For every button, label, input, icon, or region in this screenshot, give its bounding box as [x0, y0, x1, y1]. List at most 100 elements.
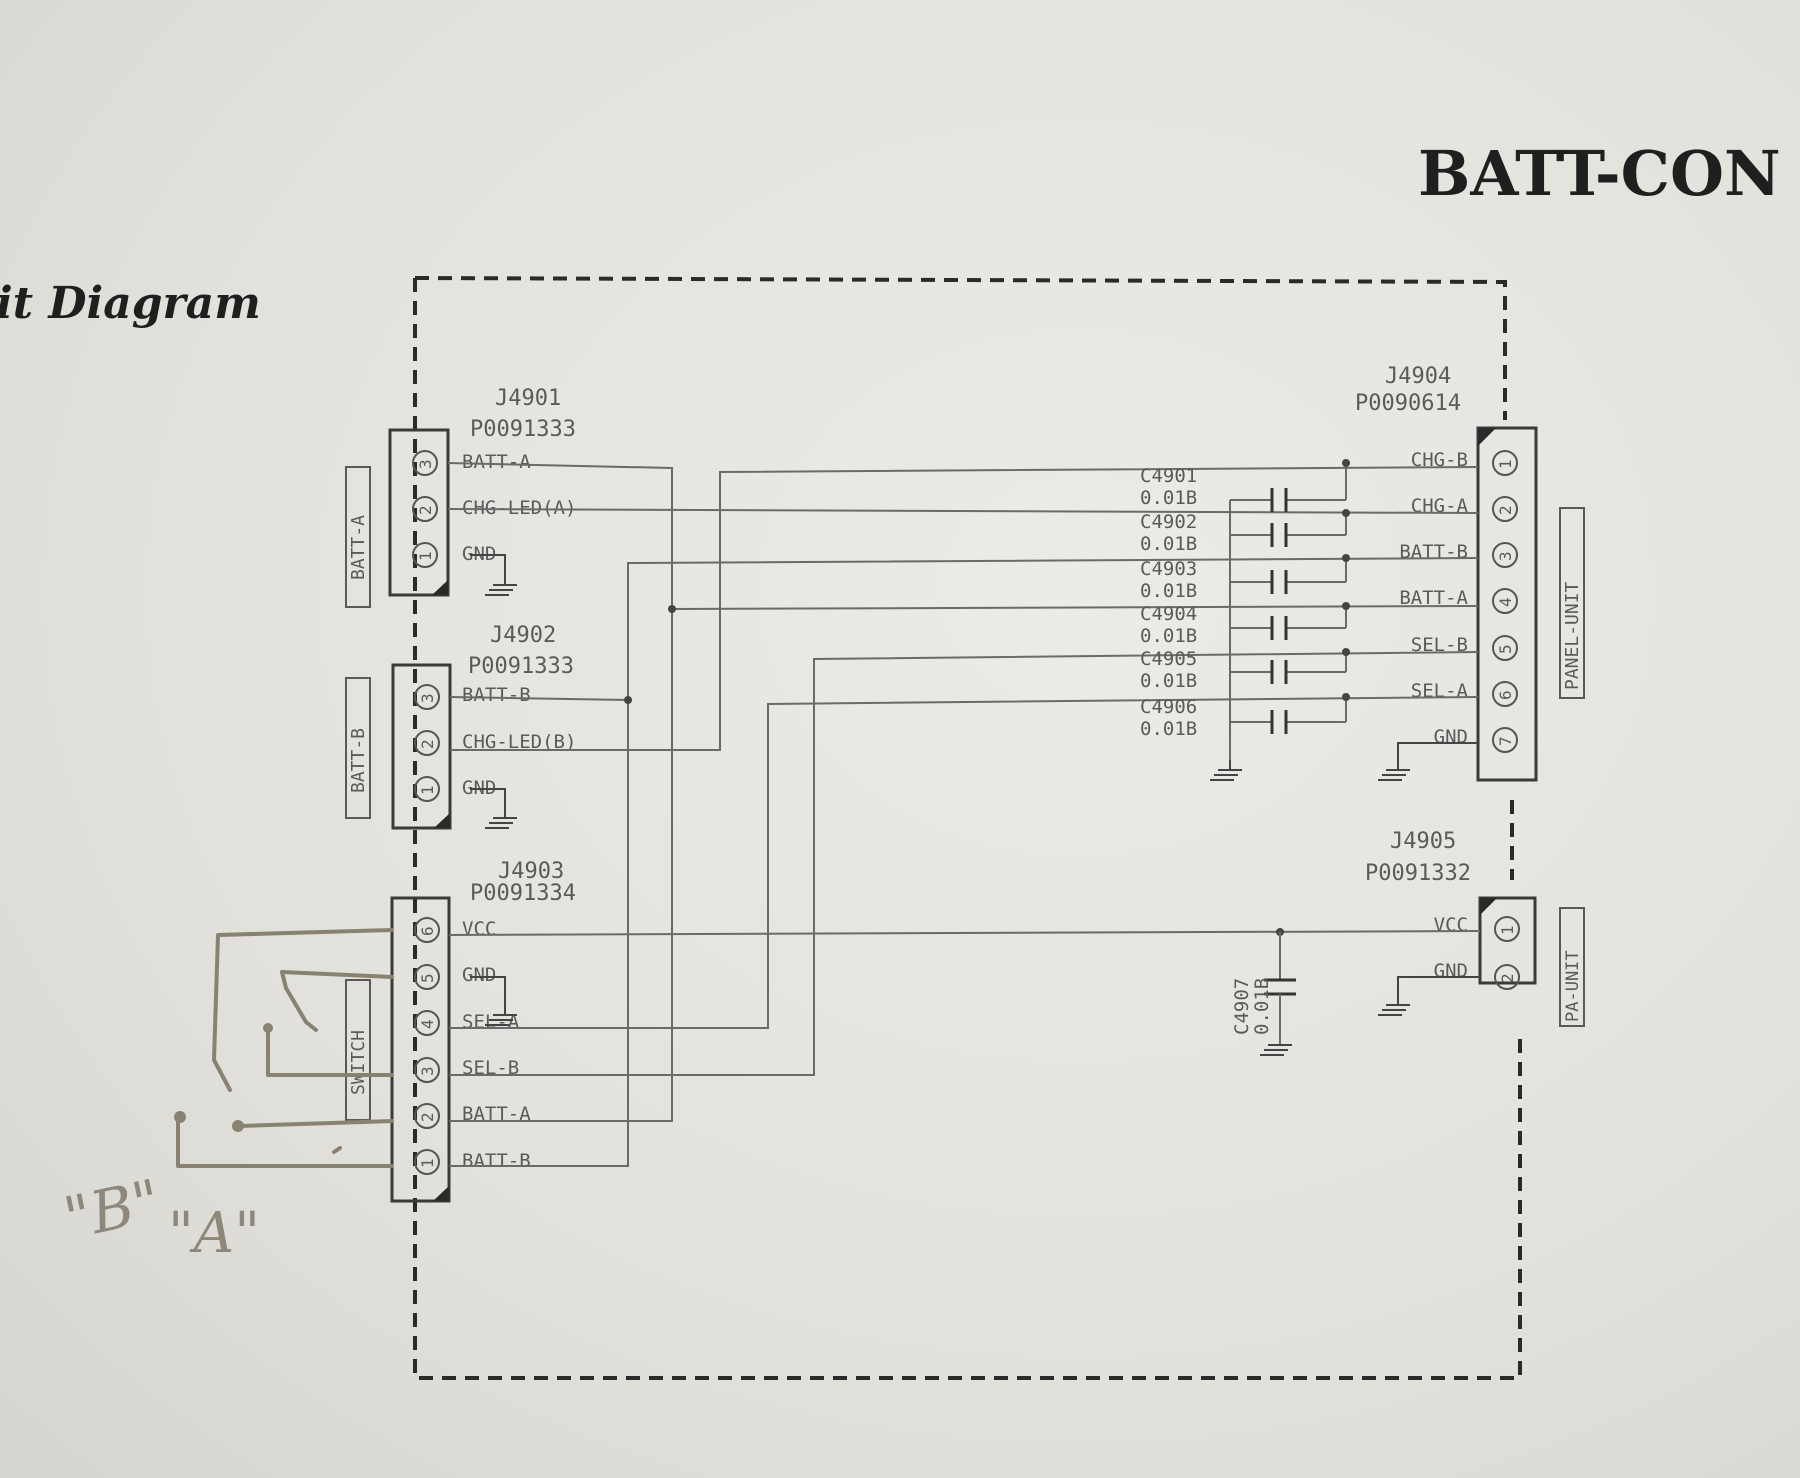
j4901-pin-number: 2	[416, 505, 435, 515]
board-outline-top	[414, 276, 1507, 420]
j4902-side-label: BATT-B	[348, 728, 369, 793]
j4903-body	[390, 896, 451, 1203]
c4906-value: 0.01B	[1140, 718, 1197, 740]
j4903-side-label: SWITCH	[348, 1030, 369, 1095]
j4903-pin-label: GND	[462, 964, 496, 986]
j4904-side-label: PANEL-UNIT	[1562, 581, 1583, 690]
j4903-pin-number: 3	[418, 1066, 437, 1076]
net-batt-a-to-panel	[671, 605, 1479, 610]
j4903-pin-number: 1	[418, 1158, 437, 1168]
j4904-pin-label: SEL-A	[1411, 680, 1469, 702]
connector-j4901: J4901 P0091333 BATT-A 3 2 1 BATT-A CHG-L…	[345, 386, 576, 608]
j4904-pin-number: 4	[1496, 597, 1515, 607]
j4901-pin-number: 1	[416, 551, 435, 561]
c4903-value: 0.01B	[1140, 580, 1197, 602]
j4902-pin-label: BATT-B	[462, 684, 531, 706]
j4904-pin-number: 3	[1496, 551, 1515, 561]
c4903-ref: C4903	[1140, 558, 1197, 580]
j4901-pin-label: BATT-A	[462, 451, 531, 473]
c4906-ref: C4906	[1140, 696, 1197, 718]
j4902-part: P0091333	[468, 654, 574, 679]
connector-j4902: J4902 P0091333 BATT-B 3 2 1 BATT-B CHG-L…	[345, 623, 576, 830]
j4902-pin-number: 1	[418, 785, 437, 795]
net-batt-a	[447, 462, 673, 1122]
j4905-ref: J4905	[1390, 829, 1456, 854]
c4905-value: 0.01B	[1140, 670, 1197, 692]
j4903-pin-number: 5	[418, 973, 437, 983]
board-outline-bottom	[413, 278, 1522, 1380]
net-batt-b-to-panel	[627, 557, 1479, 700]
capacitor-bank: C4901 0.01B C4902 0.01B C4903 0.01B C490…	[1140, 459, 1350, 760]
j4905-pin-number: 1	[1498, 925, 1517, 935]
c4902-value: 0.01B	[1140, 533, 1197, 555]
j4904-pin-number: 7	[1496, 736, 1515, 746]
c4907-value: 0.01B	[1251, 978, 1273, 1035]
j4903-pin-number: 2	[418, 1112, 437, 1122]
j4905-pin-number: 2	[1498, 973, 1517, 983]
ground-icon	[470, 788, 517, 829]
j4903-part: P0091334	[470, 881, 576, 906]
j4901-pin-number: 3	[416, 459, 435, 469]
j4904-part: P0090614	[1355, 391, 1461, 416]
j4903-pin-label: VCC	[462, 918, 496, 940]
j4904-pin-label: CHG-B	[1411, 449, 1468, 471]
net-sel-b	[449, 651, 1479, 1076]
j4905-part: P0091332	[1365, 861, 1471, 886]
j4903-pin-number: 6	[418, 926, 437, 936]
j4902-pin-label: CHG-LED(B)	[462, 731, 576, 753]
j4903-ref: J4903	[498, 859, 564, 884]
c4901-value: 0.01B	[1140, 487, 1197, 509]
j4901-part: P0091333	[470, 417, 576, 442]
j4901-body	[388, 428, 450, 597]
j4903-pin-label: BATT-A	[462, 1103, 531, 1125]
handwritten-mark-b: "B"	[58, 1166, 166, 1252]
j4904-pin-label: SEL-B	[1411, 634, 1468, 656]
ground-icon	[470, 976, 517, 1026]
j4905-body	[1478, 896, 1537, 985]
j4904-pin-number: 5	[1496, 644, 1515, 654]
j4903-pin-label: SEL-B	[462, 1057, 519, 1079]
section-title: it Diagram	[0, 278, 261, 329]
net-sel-a	[449, 696, 1479, 1029]
handwritten-annotations: "B" "A"	[58, 928, 394, 1266]
j4904-body	[1476, 426, 1538, 782]
ground-icon	[1210, 760, 1242, 781]
net-vcc	[448, 930, 1481, 936]
c4902-ref: C4902	[1140, 511, 1197, 533]
net-chg-b	[450, 466, 1479, 751]
net-chg-a	[447, 508, 1479, 514]
page-title: BATT-CON	[1418, 137, 1781, 210]
handwritten-mark-a: "A"	[168, 1201, 260, 1266]
j4903-pin-number: 4	[418, 1019, 437, 1029]
connector-j4903: J4903 P0091334 SWITCH 6 5 4 3 2 1 VCC GN…	[345, 859, 576, 1203]
j4902-pin-number: 2	[418, 739, 437, 749]
ground-icon	[1378, 742, 1478, 781]
c4907-ref: C4907	[1231, 978, 1253, 1035]
connector-j4904: J4904 P0090614 PANEL-UNIT 1 2 3 4 5 6 7 …	[1355, 364, 1585, 782]
ground-icon	[1260, 1044, 1292, 1056]
c4904-ref: C4904	[1140, 603, 1197, 625]
net-batt-b	[449, 696, 629, 1167]
j4904-pin-label: BATT-A	[1399, 587, 1468, 609]
j4902-ref: J4902	[490, 623, 556, 648]
j4904-pin-label: CHG-A	[1411, 495, 1469, 517]
j4905-side-label: PA-UNIT	[1563, 950, 1583, 1022]
j4901-side-label: BATT-A	[348, 515, 369, 580]
ground-icon	[1378, 976, 1480, 1016]
j4904-pin-label: GND	[1434, 726, 1468, 748]
j4904-pin-number: 1	[1496, 459, 1515, 469]
capacitor-c4907: C4907 0.01B	[1231, 932, 1296, 1045]
wiring	[447, 462, 1481, 1167]
j4901-ref: J4901	[495, 386, 561, 411]
j4902-pin-number: 3	[418, 693, 437, 703]
j4902-body	[391, 663, 452, 830]
j4904-pin-number: 6	[1496, 690, 1515, 700]
j4901-pin-label: CHG-LED(A)	[462, 497, 576, 519]
j4905-pin-label: GND	[1434, 960, 1468, 982]
c4905-ref: C4905	[1140, 648, 1197, 670]
ground-symbols	[470, 554, 1480, 1056]
ground-icon	[470, 554, 517, 596]
j4905-pin-label: VCC	[1434, 914, 1468, 936]
